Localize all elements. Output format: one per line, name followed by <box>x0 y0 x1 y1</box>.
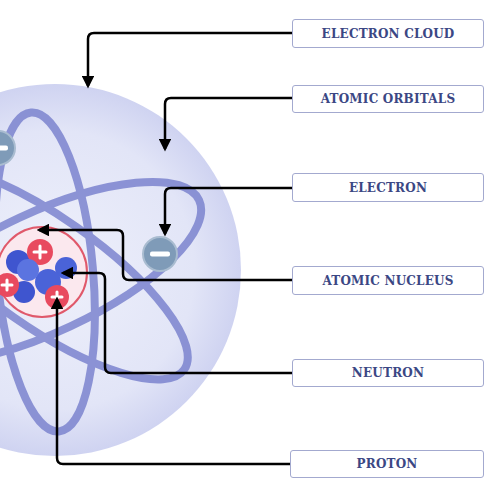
label-box: ATOMIC ORBITALS <box>292 85 484 113</box>
leader-line <box>165 188 292 234</box>
label-box: PROTON <box>290 450 484 478</box>
leader-lines <box>39 33 292 464</box>
label-box: ELECTRON <box>292 173 484 202</box>
label-box: ELECTRON CLOUD <box>292 19 484 48</box>
label-text: NEUTRON <box>352 366 424 380</box>
label-text: ELECTRON <box>349 181 427 195</box>
leader-line <box>63 273 292 373</box>
label-box: ATOMIC NUCLEUS <box>292 266 484 295</box>
label-box: NEUTRON <box>292 359 484 387</box>
label-text: ELECTRON CLOUD <box>322 27 455 41</box>
orbits <box>0 108 224 435</box>
electron-cloud <box>0 84 241 456</box>
label-text: ATOMIC ORBITALS <box>321 92 456 106</box>
label-text: ATOMIC NUCLEUS <box>322 274 453 288</box>
leader-line <box>88 33 292 86</box>
leader-line <box>165 98 292 149</box>
electron <box>0 131 15 165</box>
electron <box>143 237 177 271</box>
leader-line <box>57 299 290 464</box>
label-text: PROTON <box>356 457 417 471</box>
